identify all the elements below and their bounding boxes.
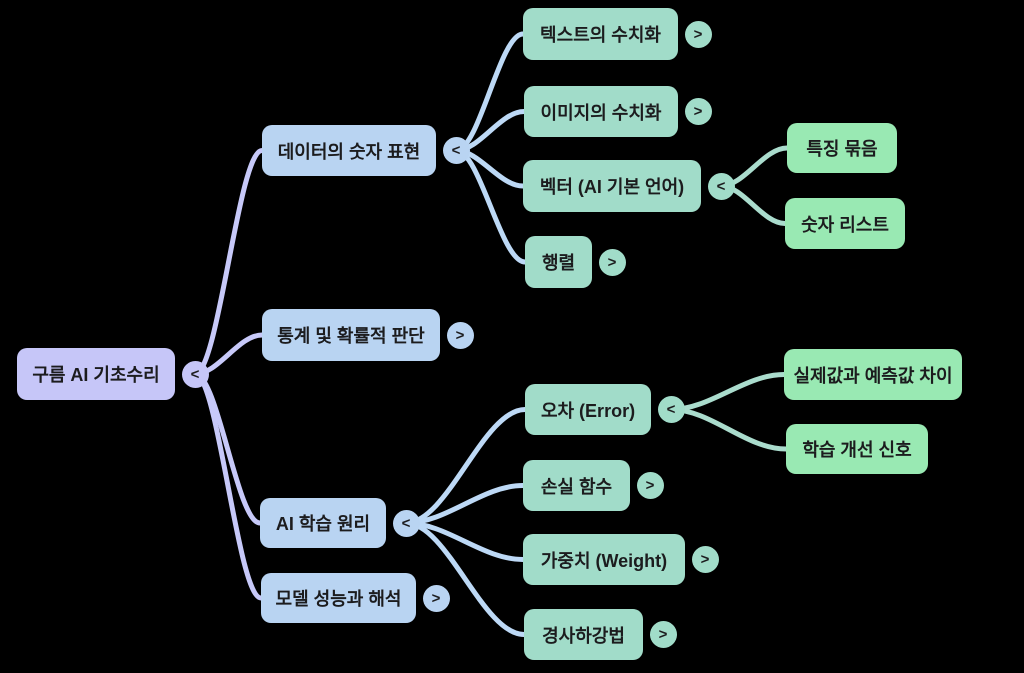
expand-toggle-n3c[interactable]: > [691,546,719,573]
chevron-right-icon: > [607,253,617,271]
chevron-right-icon: > [658,626,668,643]
node-label: 모델 성능과 해석 [275,589,402,609]
edge-n3-to-n3a [403,407,528,526]
edge-n3-to-n3d [403,520,527,637]
edge-n1-to-n1d [453,148,528,265]
expand-toggle-n1a[interactable]: > [684,20,712,48]
chevron-right-icon: > [645,477,655,494]
edge-root-to-n3 [192,371,263,526]
chevron-right-icon: > [455,326,465,344]
node-label: 벡터 (AI 기본 언어) [539,177,685,197]
edge-n1-to-n1a [453,31,526,153]
node-label: 손실 함수 [540,476,613,497]
chevron-right-icon: > [700,551,710,568]
node-label: AI 학습 원리 [275,514,371,534]
node-label: 통계 및 확률적 판단 [277,326,425,346]
edge-n3-to-n3c [403,520,526,562]
collapse-toggle-root[interactable]: < [181,360,209,388]
collapse-toggle-n1c[interactable]: < [707,172,735,200]
node-label: 경사하강법 [542,625,625,646]
mindmap-node-n2[interactable]: 통계 및 확률적 판단 [262,309,440,361]
node-label: 이미지의 수치화 [540,102,662,123]
node-label: 구름 AI 기초수리 [32,365,160,385]
node-label: 실제값과 예측값 차이 [793,365,953,386]
mindmap-node-n3d[interactable]: 경사하강법 [524,609,643,660]
mindmap-node-n3a2[interactable]: 학습 개선 신호 [786,424,928,474]
mindmap-node-n1c1[interactable]: 특징 묶음 [787,123,897,173]
mindmap-node-n1[interactable]: 데이터의 숫자 표현 [262,125,436,176]
chevron-left-icon: < [666,401,676,418]
chevron-left-icon: < [401,514,411,532]
mindmap-node-n3a[interactable]: 오차 (Error) [525,384,651,435]
expand-toggle-n1d[interactable]: > [598,248,626,276]
node-label: 데이터의 숫자 표현 [277,141,421,162]
collapse-toggle-n3a[interactable]: < [657,396,685,423]
edge-root-to-n4 [192,371,264,601]
mindmap-node-n3[interactable]: AI 학습 원리 [260,498,386,548]
edge-root-to-n1 [192,148,265,377]
node-label: 학습 개선 신호 [802,440,912,460]
chevron-right-icon: > [693,25,703,43]
mindmap-node-n1a[interactable]: 텍스트의 수치화 [523,8,678,60]
node-label: 숫자 리스트 [801,214,889,235]
collapse-toggle-n3[interactable]: < [392,509,420,537]
expand-toggle-n3d[interactable]: > [649,621,677,648]
node-label: 가중치 (Weight) [540,550,668,571]
mindmap-node-n1b[interactable]: 이미지의 수치화 [524,86,678,137]
edge-n3a-to-n3a2 [668,407,789,452]
chevron-right-icon: > [693,103,703,120]
node-label: 행렬 [541,253,576,273]
mindmap-node-n3b[interactable]: 손실 함수 [523,460,630,511]
expand-toggle-n2[interactable]: > [446,321,474,349]
collapse-toggle-n1[interactable]: < [442,137,470,164]
chevron-left-icon: < [716,177,726,195]
node-label: 텍스트의 수치화 [540,25,661,45]
mindmap-node-n1d[interactable]: 행렬 [525,236,592,288]
chevron-right-icon: > [431,589,441,607]
mindmap-node-root[interactable]: 구름 AI 기초수리 [17,348,175,400]
mindmap-node-n1c2[interactable]: 숫자 리스트 [785,198,905,249]
mindmap-node-n1c[interactable]: 벡터 (AI 기본 언어) [523,160,701,212]
edge-n3-to-n3b [403,483,526,526]
node-label: 특징 묶음 [806,139,878,159]
chevron-left-icon: < [451,142,461,159]
mindmap-node-n3a1[interactable]: 실제값과 예측값 차이 [784,349,962,400]
mindmap-node-n3c[interactable]: 가중치 (Weight) [523,534,685,585]
node-label: 오차 (Error) [540,400,636,421]
chevron-left-icon: < [190,365,200,383]
expand-toggle-n1b[interactable]: > [684,98,712,125]
expand-toggle-n4[interactable]: > [422,584,450,612]
edge-n3a-to-n3a1 [668,372,787,412]
mindmap-node-n4[interactable]: 모델 성능과 해석 [261,573,416,623]
expand-toggle-n3b[interactable]: > [636,472,664,499]
